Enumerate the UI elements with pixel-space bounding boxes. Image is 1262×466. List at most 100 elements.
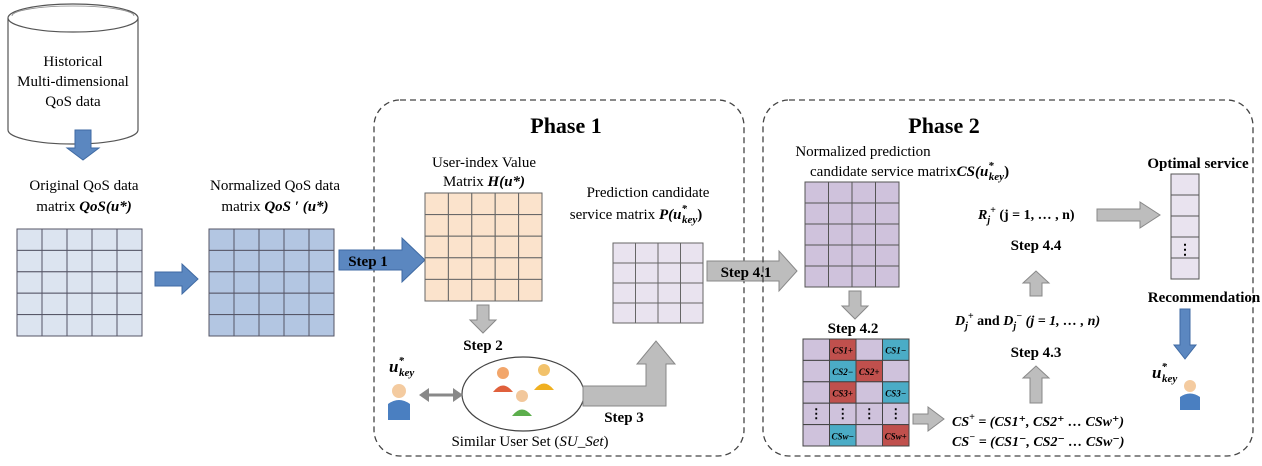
cs-plus-formula: CS+ = (CS1⁺, CS2⁺ … CSw⁺) [952, 412, 1124, 430]
matrix-cell [447, 257, 473, 280]
matrix-cell [208, 249, 235, 273]
matrix-cell [802, 381, 830, 404]
matrix-cell [424, 235, 449, 259]
pred-label-2: service matrix P(u*key) [570, 203, 702, 226]
step1-arrow-icon [338, 236, 426, 284]
matrix-cell [657, 242, 681, 264]
matrix-cell [41, 228, 68, 251]
matrix-cell [16, 292, 43, 316]
matrix-cell [828, 265, 853, 288]
matrix-cell [208, 228, 235, 251]
step42-label: Step 4.2 [828, 321, 879, 337]
original-matrix-label-2: matrix QoS(u*) [36, 199, 131, 215]
normalized-prediction-matrix [804, 181, 900, 288]
matrix-cell [882, 424, 910, 447]
normalized-matrix-label-1: Normalized QoS data [210, 178, 340, 194]
database-label-1: Historical [43, 54, 102, 70]
step44-arrow-icon [1021, 270, 1051, 297]
matrix-cell [471, 235, 496, 259]
matrix-cell [612, 242, 636, 264]
matrix-cell [851, 223, 876, 246]
matrix-cell [855, 381, 883, 404]
matrix-cell [802, 338, 830, 361]
matrix-cell [283, 314, 310, 337]
step41-arrow-icon [706, 249, 798, 293]
matrix-cell [258, 292, 285, 316]
matrix-cell [851, 244, 876, 267]
database-label-3: QoS data [45, 94, 101, 110]
matrix-cell [233, 249, 260, 273]
matrix-cell [851, 202, 876, 225]
matrix-cell [283, 228, 310, 251]
matrix-cell [424, 278, 449, 302]
matrix-cell [91, 249, 118, 273]
double-arrow-icon [419, 388, 463, 402]
matrix-cell [16, 314, 43, 337]
matrix-cell [680, 282, 704, 304]
matrix-cell [447, 235, 473, 259]
user-group-icon [493, 364, 554, 416]
matrix-cell [208, 292, 235, 316]
step44-label: Step 4.4 [1011, 238, 1062, 254]
matrix-cell [804, 202, 829, 225]
matrix-cell [66, 249, 93, 273]
cs-minus-formula: CS− = (CS1⁻, CS2⁻ … CSw⁻) [952, 432, 1124, 450]
step1-label: Step 1 [348, 254, 388, 270]
matrix-cell [875, 223, 900, 246]
matrix-cell [612, 262, 636, 284]
matrix-cell [1170, 173, 1200, 196]
matrix-cell [494, 235, 520, 259]
matrix-cell [91, 271, 118, 294]
matrix-cell [851, 181, 876, 204]
step3-arrow-icon [582, 340, 677, 407]
matrix-cell [208, 271, 235, 294]
normalized-qos-matrix [208, 228, 335, 337]
matrix-cell [283, 271, 310, 294]
norm-pred-label-1: Normalized prediction [795, 144, 931, 160]
matrix-cell [518, 235, 543, 259]
matrix-cell [258, 249, 285, 273]
matrix-cell [494, 257, 520, 280]
matrix-cell [424, 214, 449, 237]
uiv-label-2: Matrix H(u*) [443, 174, 525, 190]
cell-label: CS3− [885, 389, 906, 399]
matrix-cell [657, 282, 681, 304]
matrix-cell [518, 192, 543, 216]
matrix-cell [16, 249, 43, 273]
matrix-cell [494, 192, 520, 216]
matrix-cell [612, 282, 636, 304]
matrix-cell [233, 292, 260, 316]
matrix-cell [494, 214, 520, 237]
matrix-cell [471, 278, 496, 302]
normalized-matrix-label-2: matrix QoS ′ (u*) [221, 199, 328, 215]
ellipsis-label: ⋮ [836, 406, 849, 421]
cell-label: CSw+ [885, 431, 907, 441]
matrix-cell [471, 214, 496, 237]
user-index-value-matrix [424, 192, 543, 302]
matrix-cell [16, 228, 43, 251]
matrix-cell [1170, 194, 1200, 217]
cell-label: CS1+ [832, 346, 853, 356]
matrix-cell [308, 228, 335, 251]
matrix-cell [804, 223, 829, 246]
optimal-service-title: Optimal service [1147, 156, 1249, 172]
arrow-right-icon [1096, 201, 1161, 229]
step43-arrow-icon [1021, 365, 1051, 404]
arrow-right-icon [154, 262, 199, 296]
matrix-cell [66, 292, 93, 316]
arrow-down-icon [1172, 308, 1198, 360]
matrix-cell [283, 249, 310, 273]
matrix-cell [471, 192, 496, 216]
matrix-cell [233, 271, 260, 294]
similar-set-label: Similar User Set (SU_Set) [451, 434, 608, 450]
matrix-cell [447, 192, 473, 216]
arrow-right-icon [912, 406, 945, 432]
matrix-cell [471, 257, 496, 280]
matrix-cell [16, 271, 43, 294]
step41-label: Step 4.1 [721, 265, 772, 281]
matrix-cell [802, 359, 830, 383]
matrix-cell [804, 181, 829, 204]
matrix-cell [518, 257, 543, 280]
matrix-cell [612, 302, 636, 324]
